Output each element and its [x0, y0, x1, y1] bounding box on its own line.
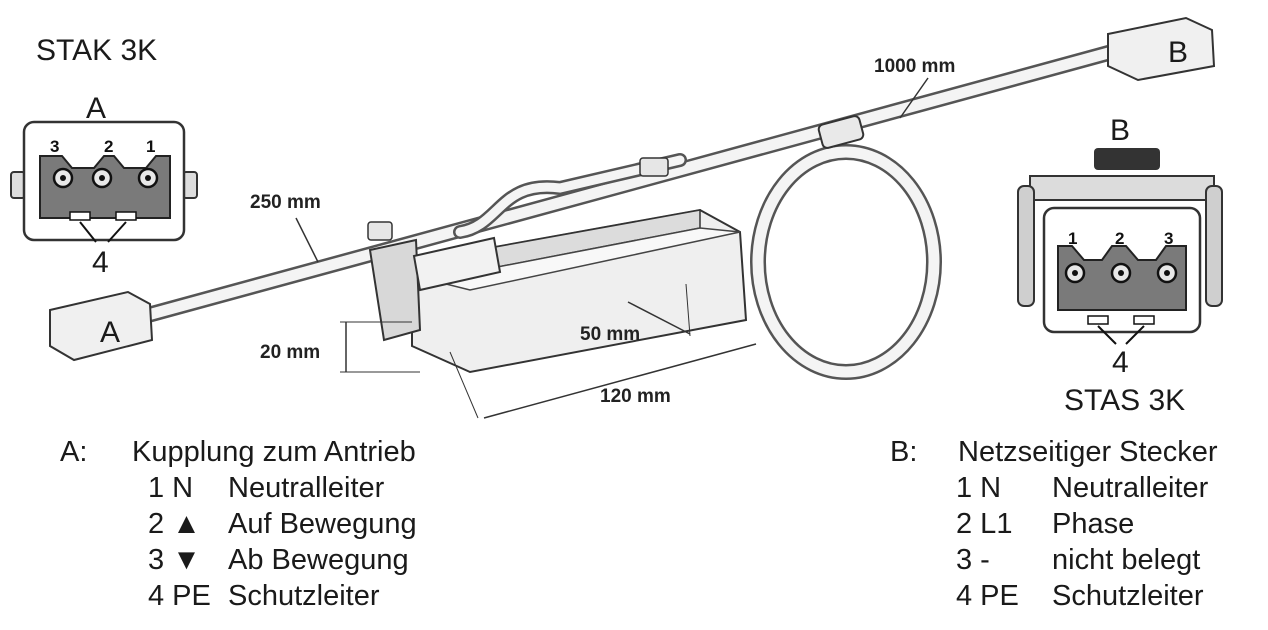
dim-120mm-ext: [449, 351, 479, 419]
legend-a-code: 4 PE: [148, 580, 211, 612]
cable-coil-inner: [752, 146, 940, 378]
connector-b-pin-2-center: [1118, 270, 1124, 276]
legend-b-text: Schutzleiter: [1052, 580, 1204, 612]
connector-a-pe-contact-left: [69, 211, 91, 221]
connector-b-pin-label-2: 2: [1115, 229, 1124, 248]
connector-a-pin-3-center: [60, 175, 66, 181]
connector-b-frame-top: [1029, 175, 1215, 201]
legend-b-row: 3 - nicht belegt: [890, 542, 1266, 578]
legend-b-text: nicht belegt: [1052, 544, 1201, 576]
connector-b-pe-leader-left: [1097, 325, 1117, 345]
legend-b-text: Phase: [1052, 508, 1135, 540]
cable-branch-inner: [455, 155, 685, 237]
legend-b-code: 1 N: [956, 472, 1002, 504]
legend-a-code: 1 N: [148, 472, 194, 504]
legend-b-row: 1 N Neutralleiter: [890, 470, 1266, 506]
legend-a-text: Auf Bewegung: [228, 508, 417, 540]
connector-a-pin-2-center: [99, 175, 105, 181]
plug-b-body: [1107, 16, 1216, 82]
connector-a-pin-label-3: 1: [146, 137, 155, 156]
legend-b-code: 2 L1: [956, 508, 1013, 540]
legend-a-title: Kupplung zum Antrieb: [132, 436, 416, 468]
cable-clip-1: [367, 221, 393, 241]
connector-a-pe-label: 4: [92, 246, 109, 279]
legend-b-heading: B: Netzseitiger Stecker: [890, 434, 1266, 470]
legend-b-row: 2 L1 Phase: [890, 506, 1266, 542]
connector-b-top-latch: [1094, 148, 1160, 170]
connector-a: STAK 3K A 3 2 1 4: [10, 34, 198, 279]
connector-a-name: STAK 3K: [36, 34, 157, 67]
cable-main-inner: [142, 46, 1118, 321]
dim-20mm: 20 mm: [260, 342, 320, 363]
dim-50mm-arrow: [627, 301, 691, 335]
legend-a: A: Kupplung zum Antrieb 1 N Neutralleite…: [60, 434, 520, 614]
connector-b-pin-1-center: [1072, 270, 1078, 276]
dim-250mm: 250 mm: [250, 192, 321, 213]
connector-a-pe-leader-right: [107, 221, 127, 243]
connector-a-pin-label-2: 2: [104, 137, 113, 156]
plug-b-letter: B: [1168, 36, 1188, 69]
connector-b-pin-label-1: 1: [1068, 229, 1077, 248]
cable-clip-2: [639, 157, 669, 177]
legend-b: B: Netzseitiger Stecker 1 N Neutralleite…: [890, 434, 1266, 614]
connector-a-letter: A: [86, 92, 106, 125]
legend-a-key: A:: [60, 436, 88, 468]
connector-b-pe-contact-right: [1133, 315, 1155, 325]
legend-a-row: 3 ▼ Ab Bewegung: [60, 542, 520, 578]
dim-1000mm-leader: [899, 77, 929, 119]
legend-a-text: Ab Bewegung: [228, 544, 409, 576]
connector-b-frame-right: [1205, 185, 1223, 307]
connector-a-pin-label-1: 3: [50, 137, 59, 156]
legend-b-code: 3 -: [956, 544, 990, 576]
connector-b-letter: B: [1110, 114, 1130, 147]
connector-b-pe-contact-left: [1087, 315, 1109, 325]
legend-a-text: Neutralleiter: [228, 472, 385, 504]
plug-a-letter: A: [100, 316, 120, 349]
terminal-cover: [412, 236, 502, 292]
motor-housing-ledge: [429, 227, 741, 291]
connector-b: B 1 2 3 4 STAS 3K: [1017, 114, 1223, 417]
legend-b-key: B:: [890, 436, 918, 468]
legend-a-text: Schutzleiter: [228, 580, 380, 612]
connector-a-pe-leader-left: [79, 221, 97, 243]
connector-b-pe-label: 4: [1112, 346, 1129, 379]
dim-120mm-arrow: [483, 343, 757, 419]
connector-a-pe-contact-right: [115, 211, 137, 221]
plug-a-body: [49, 290, 154, 362]
connector-b-pin-label-3: 3: [1164, 229, 1173, 248]
connector-a-pin-1-center: [145, 175, 151, 181]
cable-drawing: A B 250 mm 1000 mm 20 mm 50 mm 120 mm: [49, 16, 1216, 419]
connector-b-pe-leader-right: [1125, 325, 1145, 345]
terminal-block: [368, 238, 422, 342]
coil-clip: [817, 115, 865, 149]
legend-b-row: 4 PE Schutzleiter: [890, 578, 1266, 614]
dim-50mm-ext: [685, 283, 691, 337]
dim-50mm: 50 mm: [580, 324, 640, 345]
connector-b-pin-3-center: [1164, 270, 1170, 276]
dim-120mm: 120 mm: [600, 386, 671, 407]
legend-b-code: 4 PE: [956, 580, 1019, 612]
legend-b-text: Neutralleiter: [1052, 472, 1209, 504]
dim-1000mm: 1000 mm: [874, 56, 955, 77]
legend-a-row: 2 ▲ Auf Bewegung: [60, 506, 520, 542]
legend-a-code: 3 ▼: [148, 544, 201, 576]
connector-b-frame-left: [1017, 185, 1035, 307]
legend-a-row: 4 PE Schutzleiter: [60, 578, 520, 614]
legend-a-heading: A: Kupplung zum Antrieb: [60, 434, 520, 470]
dim-250mm-leader: [295, 217, 319, 263]
legend-a-code: 2 ▲: [148, 508, 201, 540]
connector-b-name: STAS 3K: [1064, 384, 1185, 417]
legend-a-row: 1 N Neutralleiter: [60, 470, 520, 506]
legend-b-title: Netzseitiger Stecker: [958, 436, 1218, 468]
